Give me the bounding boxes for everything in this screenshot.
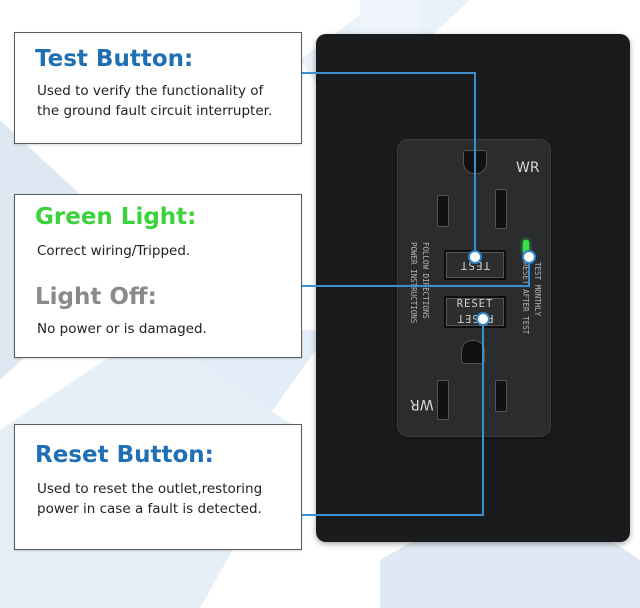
green-light-title: Green Light: (35, 204, 197, 230)
light-off-title: Light Off: (35, 284, 157, 310)
wr-mark-top: WR (516, 160, 540, 176)
light-off-desc: No power or is damaged. (37, 321, 207, 337)
top-left-slot (437, 195, 449, 227)
bottom-ground-hole (461, 340, 485, 364)
reset-button-desc-2: power in case a fault is detected. (37, 501, 262, 517)
reset-pointer-dot (476, 312, 490, 326)
reset-button[interactable]: RESET RESET (444, 296, 506, 328)
reset-button-title: Reset Button: (35, 442, 214, 468)
light-connector-v (528, 256, 530, 287)
test-connector-h (300, 72, 475, 74)
wr-mark-bottom: WR (410, 396, 434, 412)
light-status-callout: Green Light: Correct wiring/Tripped. Lig… (14, 194, 302, 358)
bottom-left-slot (437, 380, 449, 420)
test-pointer-dot (468, 250, 482, 264)
light-connector-h (300, 285, 530, 287)
test-button-title: Test Button: (35, 46, 194, 72)
top-right-slot (495, 189, 507, 229)
test-connector-v (474, 72, 476, 258)
test-button-callout: Test Button: Used to verify the function… (14, 32, 302, 144)
side-text-left-1: FOLLOW DIRECTIONS (421, 242, 430, 319)
green-light-desc: Correct wiring/Tripped. (37, 243, 191, 259)
side-text-right-1: TEST MONTHLY (533, 262, 542, 317)
bottom-right-slot (495, 380, 507, 412)
test-button-desc-1: Used to verify the functionality of (37, 83, 264, 99)
reset-button-label-flipped: RESET (456, 312, 494, 324)
reset-connector-v (482, 318, 484, 516)
reset-connector-h (300, 514, 484, 516)
test-button-desc-2: the ground fault circuit interrupter. (37, 103, 273, 119)
reset-button-desc-1: Used to reset the outlet,restoring (37, 481, 263, 497)
led-pointer-dot (522, 250, 536, 264)
reset-button-callout: Reset Button: Used to reset the outlet,r… (14, 424, 302, 550)
reset-button-label: RESET (456, 298, 494, 310)
status-led (523, 240, 529, 254)
side-text-left-2: POWER INSTRUCTIONS (409, 242, 418, 324)
